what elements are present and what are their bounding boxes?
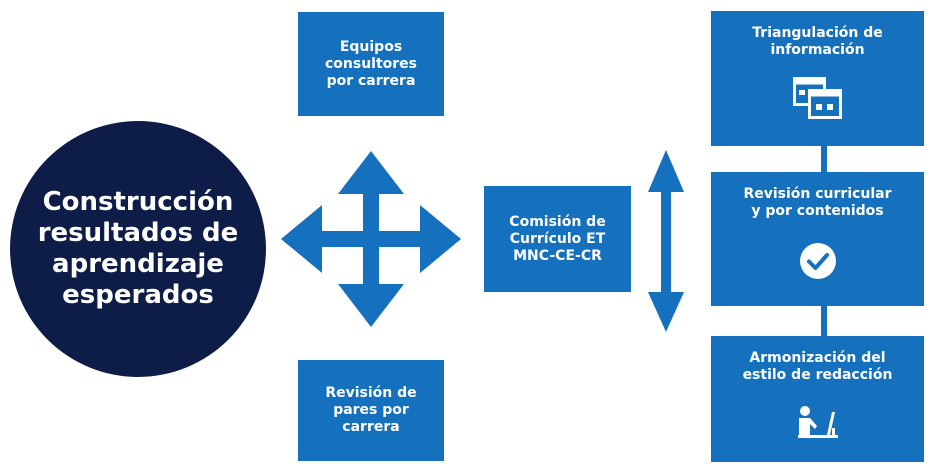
comision-curriculo-label: Comisión de Currículo ET MNC-CE-CR — [509, 213, 606, 264]
four-way-arrow — [281, 151, 461, 327]
windows-icon — [792, 77, 842, 119]
revision-pares-box: Revisión de pares por carrera — [298, 360, 444, 461]
check-circle-icon — [799, 243, 836, 279]
equipos-consultores-box: Equipos consultores por carrera — [298, 12, 444, 116]
step-armonizacion: Armonización del estilo de redacción — [711, 336, 924, 462]
step-triangulacion-label: Triangulación de información — [752, 25, 883, 58]
step-armonizacion-label: Armonización del estilo de redacción — [742, 350, 893, 383]
step-triangulacion: Triangulación de información — [711, 11, 924, 146]
revision-pares-label: Revisión de pares por carrera — [325, 385, 417, 435]
comision-curriculo-box: Comisión de Currículo ET MNC-CE-CR — [484, 186, 631, 292]
person-at-desk-icon — [797, 406, 838, 438]
center-circle: Construcción resultados de aprendizaje e… — [10, 121, 266, 377]
step-connectors — [821, 146, 827, 336]
step-revision-curricular: Revisión curricular y por contenidos — [711, 172, 924, 306]
equipos-consultores-label: Equipos consultores por carrera — [324, 38, 418, 89]
step-revision-curricular-label: Revisión curricular y por contenidos — [743, 186, 892, 219]
double-vertical-arrow — [648, 150, 684, 332]
